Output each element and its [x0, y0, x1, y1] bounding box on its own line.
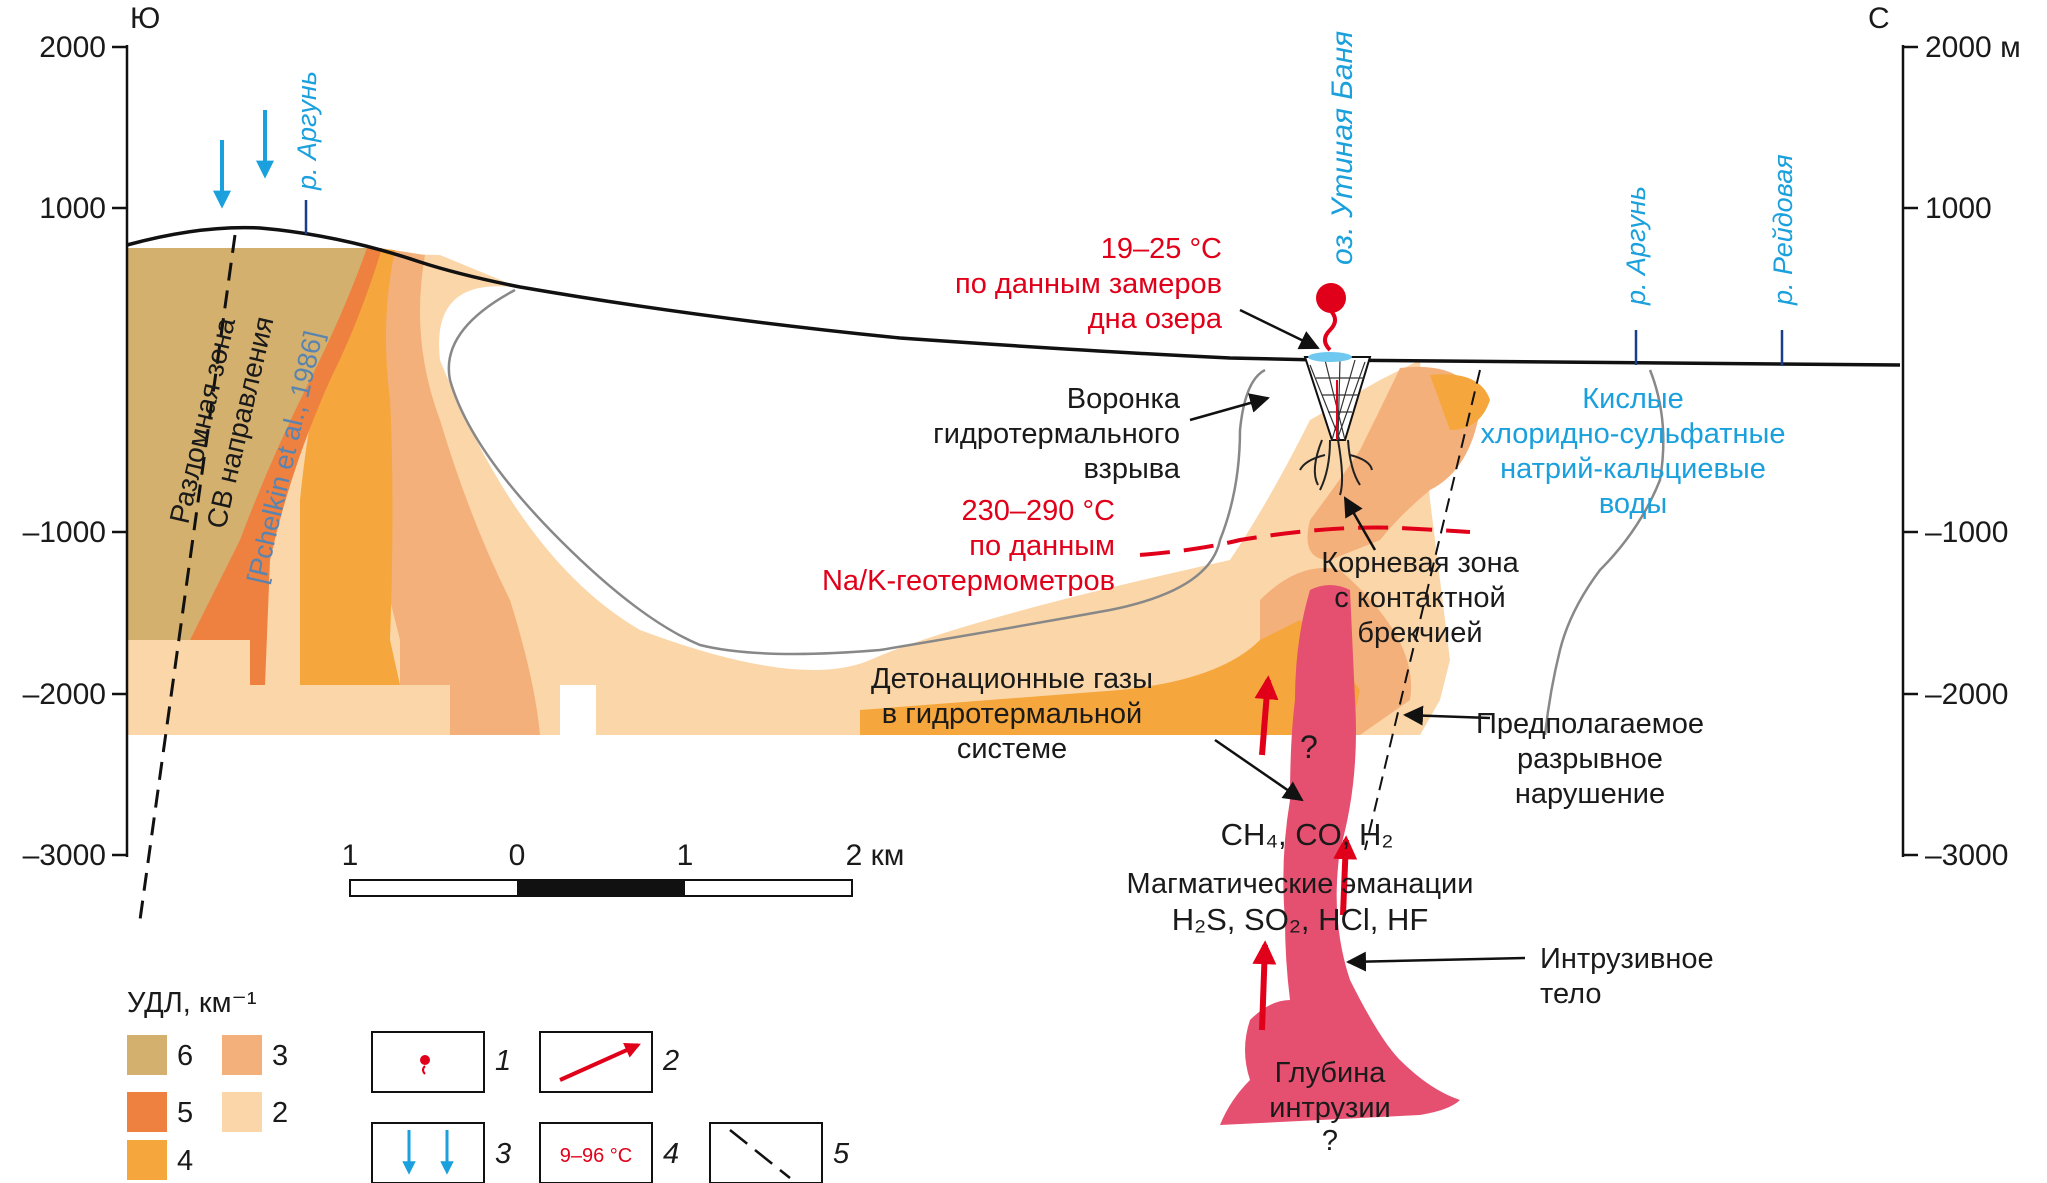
- leader-root-zone: [1343, 496, 1377, 551]
- south-label: Ю: [130, 2, 160, 35]
- left-tick-m2000: –2000: [23, 678, 106, 711]
- right-tick-2000: 2000 м: [1925, 31, 2021, 64]
- det-gases-label-3: системе: [957, 733, 1067, 765]
- aquifer-boundary: [447, 288, 1266, 656]
- left-tick-m1000: –1000: [23, 516, 106, 549]
- assumed-fault-line: [1364, 369, 1481, 851]
- waters-label-4: воды: [1599, 488, 1667, 520]
- legend-item-2: 2: [662, 1045, 679, 1077]
- left-axis: [112, 45, 129, 857]
- surface-profile: [126, 225, 1901, 367]
- legend-swatch-4: 4: [177, 1145, 193, 1177]
- root-zone-label-1: Корневая зона: [1321, 547, 1519, 579]
- assumed-fault-label-3: нарушение: [1515, 778, 1665, 810]
- root-zone-label-3: брекчией: [1357, 617, 1482, 649]
- right-tick-m1000: –1000: [1925, 516, 2008, 549]
- depth-label-2: интрузии: [1269, 1092, 1391, 1124]
- river-reydovaya-label: р. Рейдовая: [1768, 154, 1798, 306]
- legend-swatches: 6 5 4 3 2: [127, 1035, 288, 1180]
- leader-assumed-fault: [1403, 705, 1491, 726]
- hot-spring-symbol: [1316, 283, 1346, 352]
- depth-label-1: Глубина: [1275, 1057, 1387, 1089]
- legend-fault-icon: [729, 1129, 791, 1179]
- zone-4-bottom: [860, 620, 1360, 735]
- magmatic-label-1: Магматические эманации: [1127, 868, 1474, 900]
- lake-water: [1308, 352, 1352, 362]
- legend-swatch-6: 6: [177, 1040, 193, 1072]
- right-tick-m3000: –3000: [1925, 839, 2008, 872]
- det-gases-label-1: Детонационные газы: [871, 663, 1153, 695]
- river-argun-left-label: р. Аргунь: [292, 71, 322, 191]
- legend-swatch-2: 2: [272, 1097, 288, 1129]
- legend-hot-spring-icon: [420, 1055, 430, 1075]
- lake-temp-line3: дна озера: [1088, 303, 1223, 335]
- det-gases-label-2: в гидротермальной: [882, 698, 1142, 730]
- assumed-fault-label-1: Предполагаемое: [1476, 708, 1704, 740]
- zone-5: [190, 248, 382, 685]
- right-tick-1000: 1000: [1925, 192, 1992, 225]
- leader-intrusive: [1346, 951, 1526, 972]
- gas-composition: CH₄, CO, H₂: [1221, 817, 1394, 852]
- zone-6: [127, 248, 367, 640]
- depth-label-3: ?: [1322, 1125, 1338, 1157]
- lake-temp-line2: по данным замеров: [955, 268, 1222, 300]
- funnel-label-2: гидротермального: [933, 418, 1180, 450]
- funnel-label-3: взрыва: [1083, 453, 1180, 485]
- waters-label-3: натрий-кальциевые: [1500, 453, 1766, 485]
- fault-zone-line: [138, 234, 237, 921]
- intrusive-label-2: тело: [1540, 978, 1602, 1010]
- left-tick-2000: 2000: [39, 31, 106, 64]
- alteration-zones: [127, 248, 1490, 735]
- gas-arrow-1: [1254, 675, 1279, 756]
- left-tick-m3000: –3000: [23, 839, 106, 872]
- legend-gas-arrow-icon: [559, 1042, 641, 1082]
- leader-lake-temp: [1239, 308, 1320, 350]
- legend-title: УДЛ, км⁻¹: [127, 987, 257, 1019]
- root-zone-label-2: с контактной: [1334, 582, 1505, 614]
- scale-bar: 1 0 1 2 км: [342, 839, 905, 897]
- isotherm-line: [1139, 525, 1471, 557]
- scale-tick-1b: 1: [677, 839, 694, 872]
- legend-item-3: 3: [495, 1138, 511, 1170]
- lake-temp-value: 19–25 °C: [1101, 233, 1222, 265]
- waters-label-2: хлоридно-сульфатные: [1481, 418, 1786, 450]
- legend-swatch-3: 3: [272, 1040, 288, 1072]
- aquifer-boundary-right: [1543, 369, 1665, 736]
- intrusive-body: [1220, 585, 1460, 1125]
- lake-label: оз. Утиная Баня: [1326, 31, 1359, 265]
- geo-temp-line3: Na/K-геотермометров: [822, 565, 1115, 597]
- legend-swatch-5: 5: [177, 1097, 193, 1129]
- intrusive-label-1: Интрузивное: [1540, 943, 1714, 975]
- zone-4-right: [1430, 374, 1490, 430]
- legend-item-1: 1: [495, 1045, 511, 1077]
- right-axis: [1901, 45, 1918, 857]
- assumed-fault-label-2: разрывное: [1517, 743, 1663, 775]
- gas-arrow-2: [1333, 835, 1358, 916]
- legend-item-4: 4: [663, 1138, 679, 1170]
- north-label: С: [1868, 2, 1890, 35]
- funnel-label-1: Воронка: [1067, 383, 1181, 415]
- scale-tick-1: 1: [342, 839, 359, 872]
- question-mark: ?: [1300, 729, 1318, 765]
- magmatic-label-2: H₂S, SO₂, HCl, HF: [1172, 902, 1429, 937]
- river-argun-right-label: р. Аргунь: [1621, 186, 1651, 306]
- legend-temp-sample: 9–96 °C: [560, 1145, 633, 1167]
- scale-tick-0: 0: [509, 839, 526, 872]
- leader-det-gases: [1214, 738, 1304, 802]
- geo-temp-value: 230–290 °C: [962, 495, 1116, 527]
- gas-arrow-3: [1252, 940, 1277, 1031]
- scale-tick-2km: 2 км: [846, 839, 905, 872]
- geo-temp-line2: по данным: [969, 530, 1115, 562]
- left-tick-1000: 1000: [39, 192, 106, 225]
- legend-item-5: 5: [833, 1138, 850, 1170]
- right-tick-m2000: –2000: [1925, 678, 2008, 711]
- zone-3: [370, 248, 540, 735]
- waters-label-1: Кислые: [1582, 383, 1684, 415]
- legend: УДЛ, км⁻¹ 6 5 4 3 2 1 2 3 9–96 °C 4: [127, 987, 850, 1183]
- leader-funnel: [1189, 393, 1270, 422]
